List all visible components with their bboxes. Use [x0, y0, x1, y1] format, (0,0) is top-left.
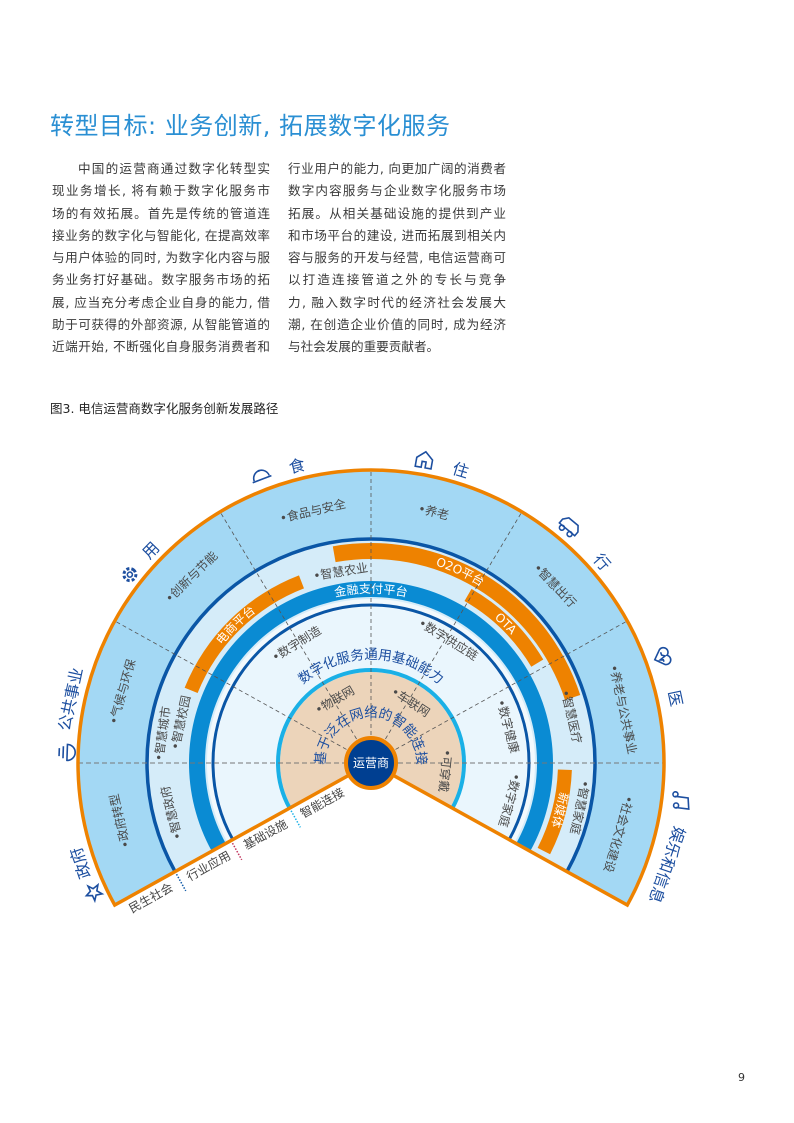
body-column-2: 行业用户的能力, 向更加广阔的消费者 数字内容服务与企业数字化服务市场 拓展。从…	[288, 158, 506, 359]
o2o-bar	[332, 542, 581, 700]
category-food: 食	[287, 455, 307, 477]
operator-label: 运营商	[353, 755, 389, 770]
body-line: 与社会发展的重要贡献者。	[288, 339, 440, 355]
body-line: 近端开始, 不断强化自身服务消费者和	[52, 339, 270, 355]
body-line: 中国的运营商通过数字化转型实	[78, 161, 270, 176]
body-line: 潮, 在创造企业价值的同时, 成为经济	[288, 317, 506, 333]
diagram-outline	[76, 468, 666, 908]
body-line: 接业务的数字化与智能化, 在提高效率	[52, 227, 270, 243]
body-column-1: 中国的运营商通过数字化转型实 现业务增长, 将有赖于数字化服务市 场的有效拓展。…	[52, 158, 270, 359]
heart-icon	[653, 646, 672, 666]
ota-bar	[464, 588, 544, 667]
body-line: 数字内容服务与企业数字化服务市场	[288, 183, 506, 199]
category-medical: 医	[664, 689, 686, 709]
layer-separator	[175, 873, 187, 892]
item-wearable: •可穿戴	[436, 749, 455, 793]
star-icon	[84, 882, 105, 904]
body-line: 与用户体验的同时, 为数字化内容与服	[52, 250, 270, 266]
body-line: 力, 融入数字时代的经济社会发展大	[288, 294, 506, 310]
diagram-rings	[76, 468, 666, 908]
operator-circle	[344, 736, 398, 790]
body-line: 助于可获得的外部资源, 从智能管道的	[52, 317, 270, 333]
cloche-icon	[252, 469, 272, 484]
car-icon	[558, 516, 579, 538]
body-line: 容与服务的开发与经营, 电信运营商可	[288, 250, 506, 266]
public-service-icon	[58, 743, 76, 762]
figure-caption: 图3. 电信运营商数字化服务创新发展路径	[50, 401, 279, 416]
body-line: 务业务打好基础。数字服务市场的拓	[52, 272, 270, 288]
industry-ring-line	[145, 537, 597, 873]
body-line: 展, 应当充分考虑企业自身的能力, 借	[52, 294, 270, 310]
body-line: 以打造连接管道之外的专长与竞争	[288, 272, 506, 288]
page-title: 转型目标: 业务创新, 拓展数字化服务	[50, 112, 451, 140]
media-bar	[537, 769, 572, 855]
layer-separators	[175, 810, 301, 892]
ecommerce-bar	[184, 575, 304, 693]
category-housing: 住	[450, 459, 471, 482]
body-line: 行业用户的能力, 向更加广阔的消费者	[288, 161, 506, 176]
gear-icon	[122, 567, 138, 583]
page-number: 9	[738, 1071, 745, 1084]
layer-separator	[231, 842, 243, 861]
house-icon	[414, 450, 434, 470]
music-note-icon	[672, 791, 690, 810]
layer-separator	[290, 810, 301, 828]
body-line: 和市场平台的建设, 进而拓展到相关内	[288, 227, 506, 243]
body-line: 拓展。从相关基础设施的提供到产业	[288, 205, 506, 221]
body-line: 现业务增长, 将有赖于数字化服务市	[52, 183, 270, 199]
item-elderly: •养老	[417, 501, 451, 523]
body-line: 场的有效拓展。首先是传统的管道连	[52, 205, 270, 221]
